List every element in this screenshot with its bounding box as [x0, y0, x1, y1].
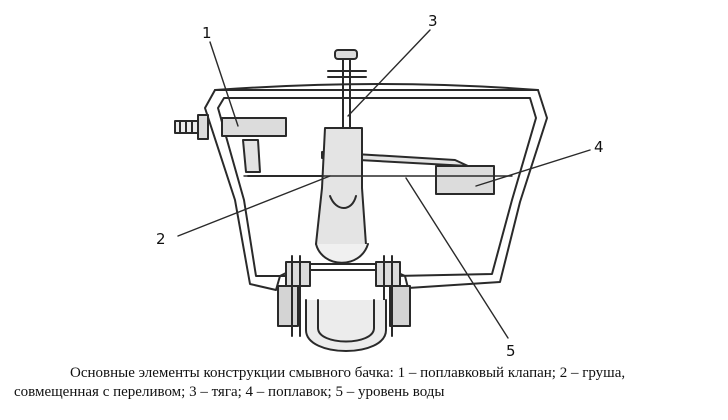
- callout-5: 5: [506, 342, 516, 360]
- callout-2: 2: [156, 230, 166, 248]
- bulb-mouth: [315, 243, 369, 264]
- drain-gasket-left: [277, 285, 299, 327]
- drain-flange-left: [285, 261, 311, 287]
- callout-3-leader: [347, 29, 431, 117]
- bulb-overflow: [315, 127, 367, 256]
- callout-4: 4: [594, 138, 604, 156]
- float-valve-body: [221, 117, 287, 137]
- float-valve-nozzle: [242, 139, 261, 173]
- drain-gasket-right: [389, 285, 411, 327]
- caption-line-2: совмещенная с переливом; 3 – тяга; 4 – п…: [14, 384, 445, 400]
- float: [435, 165, 495, 195]
- pull-rod-knob: [334, 49, 358, 60]
- figure-caption: Основные элементы конструкции смывного б…: [14, 364, 714, 402]
- callout-5-leader: [405, 177, 509, 339]
- callout-3: 3: [428, 12, 438, 30]
- drain-flange-right: [375, 261, 401, 287]
- callout-1: 1: [202, 24, 212, 42]
- inlet-nut: [197, 114, 209, 140]
- callout-2-leader: [177, 175, 331, 237]
- caption-line-1: Основные элементы конструкции смывного б…: [70, 365, 626, 381]
- callout-4-leader: [475, 149, 591, 187]
- callout-1-leader: [209, 41, 239, 127]
- toilet-cistern-diagram: 1 2 3 4 5: [156, 12, 604, 360]
